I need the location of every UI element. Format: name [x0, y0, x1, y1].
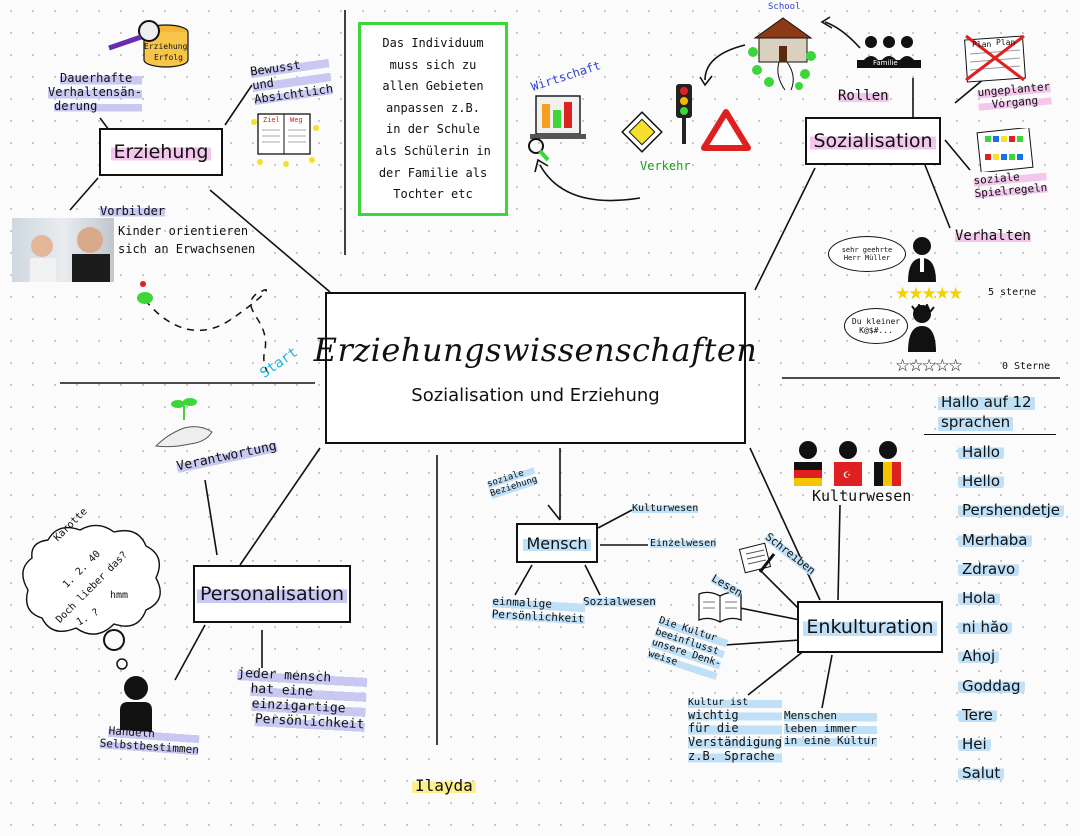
language-item: Ahoj [958, 647, 1000, 666]
mensch-label: Mensch [523, 533, 591, 553]
office-icon [522, 92, 592, 170]
writing-icon [738, 540, 778, 580]
start-marker-icon [133, 280, 157, 312]
five-stars-icon: ★★★★★ [895, 284, 963, 304]
language-item: Salut [958, 764, 1005, 783]
personalisation-box: Personalisation [193, 565, 351, 623]
language-item: Pershendetje [958, 501, 1064, 520]
vorbilder-label: Vorbilder [100, 204, 166, 218]
language-item: Hello [958, 472, 1005, 491]
languages-title: Hallo auf 12 sprachen [938, 392, 1035, 433]
polite-person-icon [905, 236, 939, 286]
einzelwesen: Einzelwesen [650, 538, 717, 549]
familie-label: Familie [873, 59, 898, 67]
zero-stars-label: 0 Sterne [1002, 361, 1051, 372]
barrel-text-1: Erziehung [144, 42, 188, 51]
language-item: Merhaba [958, 530, 1032, 549]
kultur-wichtig-note: Kultur ist wichtig für die Verständigung… [688, 697, 782, 764]
language-item: Hei [958, 735, 991, 753]
thinking-person-icon [92, 628, 162, 736]
five-stars-label: 5 sterne [988, 287, 1037, 298]
plan-text-1: Plan [972, 40, 992, 49]
mensch-box: Mensch [516, 523, 598, 563]
author-signature: Ilayda [412, 776, 476, 795]
magnifier-icon [105, 18, 165, 56]
language-item: ni hăo [958, 618, 1013, 637]
enkulturation-label: Enkulturation [803, 616, 937, 638]
enkulturation-kulturwesen: Kulturwesen [812, 487, 912, 505]
vorbilder-text: Kinder orientieren sich an Erwachsenen [118, 224, 256, 256]
menschen-leben-note: Menschen leben immer in eine Kultur [784, 709, 877, 748]
language-item: Hola [958, 589, 1000, 607]
enkulturation-box: Enkulturation [797, 601, 943, 653]
sozialwesen: Sozialwesen [583, 595, 656, 608]
barrel-text-2: Erfolg [154, 53, 183, 62]
center-title: Erziehungswissenschaften [313, 330, 758, 369]
priority-sign-icon [620, 110, 664, 158]
svg-text:☪: ☪ [843, 471, 851, 481]
center-topic-box: Erziehungswissenschaften Sozialisation u… [314, 292, 757, 444]
verhalten-label: Verhalten [955, 228, 1031, 244]
language-item: Zdravo [958, 559, 1020, 578]
mensch-kulturwesen: Kulturwesen [632, 503, 699, 514]
traffic-light-icon [673, 82, 695, 150]
sozialisation-label: Sozialisation [810, 130, 936, 152]
board-game-icon [975, 126, 1035, 176]
board-icon: Ziel Weg [250, 108, 320, 168]
rollen-label: Rollen [838, 88, 889, 104]
language-item: Tere [958, 705, 997, 724]
jeder-mensch-note: jeder mensch hat eine einzigartige Persö… [235, 666, 368, 734]
warning-sign-icon [700, 108, 752, 156]
sozialisation-box: Sozialisation [805, 117, 941, 165]
school-icon [745, 12, 829, 96]
erziehung-box: Erziehung [99, 128, 223, 176]
crossed-plan-icon: Plan Plan [962, 32, 1028, 88]
languages-underline [924, 434, 1056, 435]
zero-stars-icon: ☆☆☆☆☆ [895, 356, 963, 376]
speech-bubble-2: Du kleiner K@$#... [844, 308, 908, 344]
rude-person-icon [906, 302, 938, 356]
erziehung-label: Erziehung [110, 141, 212, 163]
thought-cloud: Karotte 1. 2. 40 Doch lieber das? hmm 1.… [18, 506, 168, 644]
school-label: School [768, 2, 801, 12]
center-subtitle: Sozialisation und Erziehung [411, 384, 660, 406]
individuum-note: Das Individuum muss sich zu allen Gebiet… [358, 22, 508, 216]
book-icon [695, 588, 745, 628]
board-label-ziel: Ziel [263, 116, 280, 124]
personalisation-label: Personalisation [197, 583, 347, 605]
dauerhafte-note: Dauerhafte Verhaltensän- derung [48, 71, 142, 114]
family-icon: Familie [855, 34, 923, 74]
plan-text-2: Plan [996, 38, 1016, 47]
einmalige-persoenlichkeit: einmalige Persönlichkeit [491, 594, 586, 626]
language-item: Goddag [958, 676, 1025, 695]
language-item: Hallo [958, 443, 1004, 461]
speech-bubble-1: sehr geehrte Herr Müller [828, 236, 906, 272]
verkehr-label: Verkehr [640, 159, 691, 173]
flags-people-icon: ☪ [790, 440, 910, 492]
father-son-photo [12, 218, 114, 282]
board-label-weg: Weg [290, 116, 303, 124]
plant-hand-icon [150, 390, 220, 458]
